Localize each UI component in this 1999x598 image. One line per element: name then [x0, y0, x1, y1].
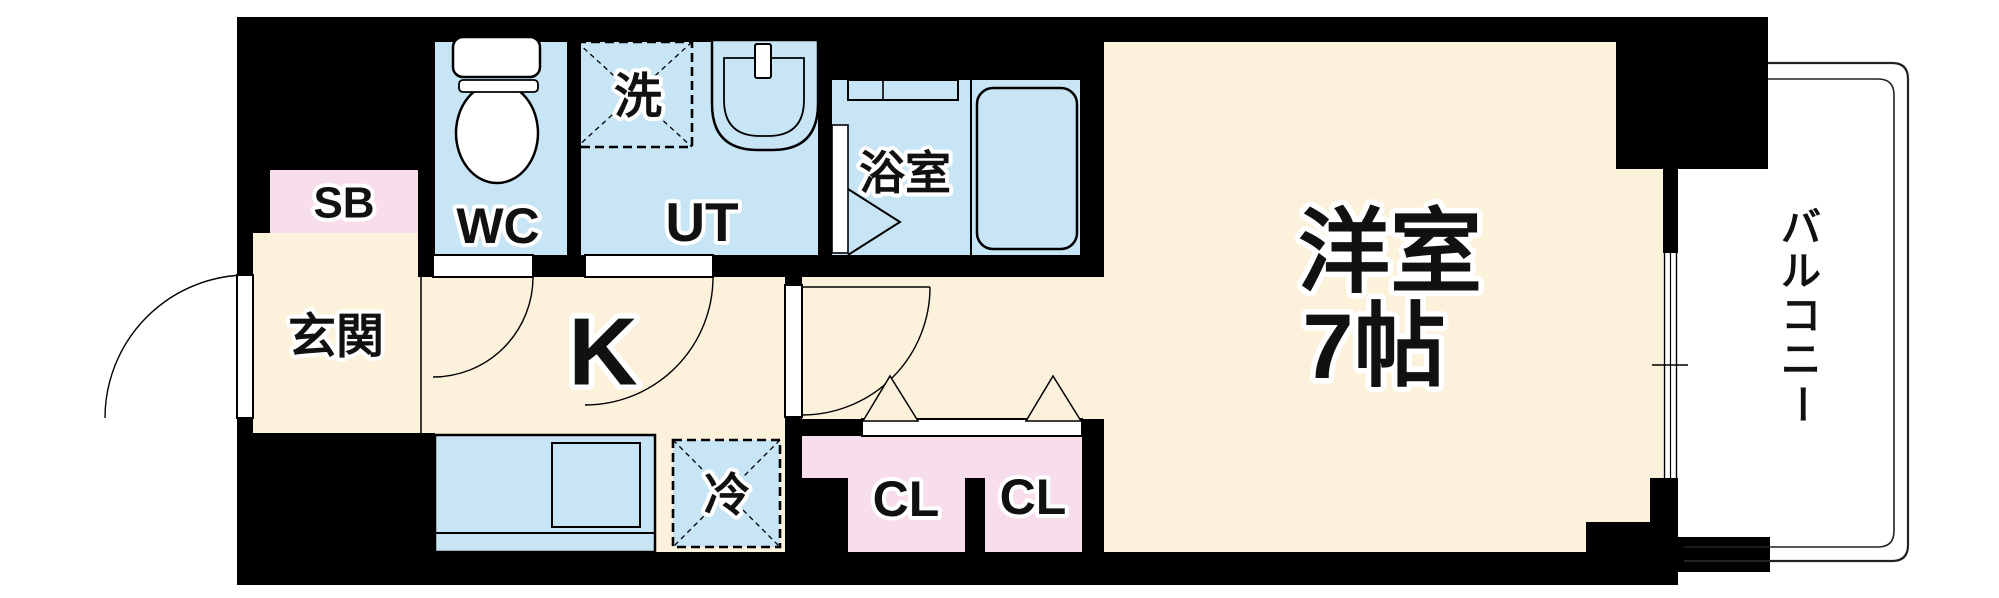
- label-balcony-char: バ: [1781, 206, 1821, 250]
- wall: [802, 419, 862, 436]
- entrance-door-swing-arc: [104, 274, 249, 419]
- utility-door-swing-arc: [584, 276, 714, 406]
- closet-folding-door-icon: [861, 374, 920, 422]
- label-utility: UT: [665, 191, 738, 253]
- wc-door-opening: [432, 254, 534, 278]
- hall-door-swing-arc: [801, 286, 931, 416]
- label-balcony-char: ニ: [1781, 338, 1821, 382]
- closet-door-track: [861, 418, 1083, 437]
- toilet-tank-icon: [451, 35, 542, 79]
- toilet-lid-icon: [458, 79, 539, 93]
- wall: [832, 17, 1104, 80]
- sink-basin-icon: [723, 57, 805, 137]
- bathroom-folding-door-panel: [831, 124, 849, 254]
- label-refrigerator: 冷: [704, 469, 750, 521]
- bathroom-folding-door-icon: [847, 188, 902, 256]
- wall: [1082, 419, 1104, 585]
- hall-door-leaf: [784, 284, 803, 418]
- balcony-outline-inner: [1684, 78, 1895, 548]
- wall: [1080, 17, 1104, 277]
- wall-closet-divider: [965, 478, 985, 552]
- label-shoe-box: SB: [313, 179, 374, 228]
- wall: [237, 170, 270, 233]
- refrigerator-cross: [672, 439, 781, 548]
- wc-door-swing-arc: [432, 276, 534, 378]
- wall: [1678, 537, 1770, 572]
- wall: [1663, 169, 1678, 254]
- closet-folding-door-icon: [1024, 374, 1083, 422]
- label-closet-right: CL: [1000, 469, 1067, 525]
- label-entrance: 玄関: [288, 311, 384, 364]
- main-room-floor-upper: [1104, 42, 1616, 172]
- label-wc: WC: [456, 198, 539, 254]
- label-balcony-char: ル: [1781, 250, 1821, 294]
- sink-tap-icon: [754, 43, 772, 79]
- label-balcony-char: コ: [1781, 294, 1821, 338]
- wall-corner-block: [1616, 17, 1768, 169]
- toilet-bowl-icon: [454, 81, 540, 185]
- wall: [237, 418, 253, 433]
- wall: [818, 17, 832, 255]
- bathtub-icon: [975, 86, 1079, 251]
- washer-space-cross: [576, 41, 693, 148]
- main-room-floor: [1104, 169, 1663, 552]
- entrance-floor: [253, 233, 421, 433]
- label-closet-left: CL: [873, 471, 940, 527]
- sink-icon: [710, 38, 820, 152]
- entrance-door-leaf: [236, 274, 254, 419]
- bathroom-counter: [847, 79, 959, 101]
- wall: [567, 17, 581, 255]
- washer-space-box: [575, 40, 694, 149]
- kitchen-sink-icon: [551, 442, 641, 528]
- wall: [237, 17, 435, 170]
- wall-bottom: [237, 552, 1678, 585]
- label-bathroom: 浴室: [859, 147, 951, 199]
- label-laundry: 洗: [614, 71, 662, 124]
- label-balcony-char: ー: [1779, 384, 1823, 424]
- label-balcony: バ ル コ ニ ー: [1779, 206, 1823, 424]
- shoe-box-area: [270, 170, 418, 233]
- wall-closet-divider: [802, 478, 848, 552]
- wall: [418, 17, 435, 277]
- utility-door-opening: [584, 254, 714, 278]
- refrigerator-box: [671, 438, 782, 549]
- balcony-outline-outer: [1684, 61, 1910, 563]
- label-kitchen: K: [568, 299, 637, 406]
- wall: [237, 233, 253, 275]
- label-main-room-size: 7帖: [1302, 296, 1445, 398]
- washer-space-cross: [576, 41, 693, 148]
- closet-area: [802, 436, 1082, 552]
- label-main-room: 洋室: [1298, 202, 1482, 304]
